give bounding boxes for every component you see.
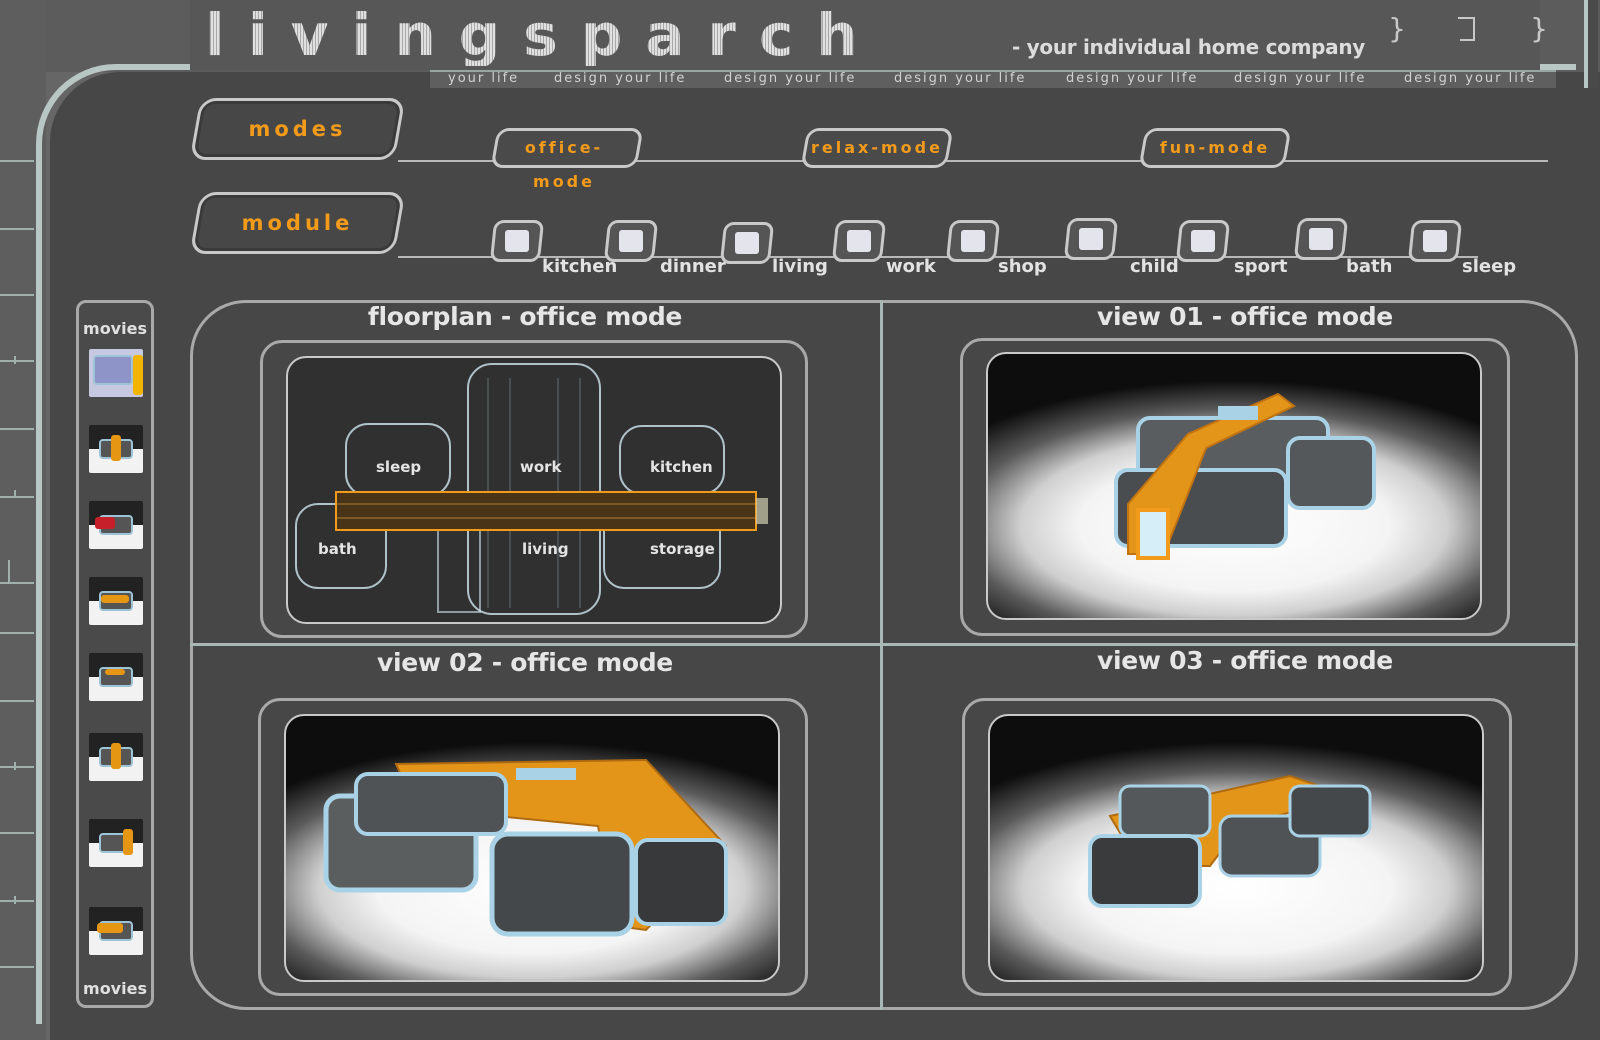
view-01-image[interactable]: [986, 352, 1482, 620]
child-module-icon[interactable]: [1063, 218, 1119, 260]
slogan-bar: [430, 70, 1556, 88]
viewer-divider-vertical: [880, 300, 883, 1010]
view-01-title: view 01 - office mode: [1097, 302, 1393, 331]
movie-thumbnail[interactable]: [89, 425, 143, 473]
office-mode-button[interactable]: office-mode: [490, 128, 644, 191]
ruler-mark: [0, 160, 34, 162]
ruler-mark: [0, 632, 34, 634]
module-label-shop[interactable]: shop: [998, 256, 1047, 277]
movies-title-top: movies: [83, 319, 147, 338]
ruler-notch: [8, 560, 10, 584]
modes-label: modes: [248, 117, 347, 141]
ruler-mark: [0, 582, 34, 584]
module-label: module: [241, 211, 354, 235]
ruler-mark: [0, 766, 34, 768]
slogan-item: design your life: [1404, 71, 1537, 86]
dinner-module-icon[interactable]: [603, 220, 659, 262]
movie-thumbnail[interactable]: [89, 653, 143, 701]
module-label-kitchen[interactable]: kitchen: [542, 256, 618, 277]
modes-header-button[interactable]: modes: [189, 98, 406, 160]
slogan-item: design your life: [1066, 71, 1199, 86]
slogan-item: design your life: [554, 71, 687, 86]
room-label-storage: storage: [650, 540, 715, 558]
ruler-notch: [14, 356, 16, 364]
relax-mode-button[interactable]: relax-mode: [800, 128, 954, 168]
module-label-bath[interactable]: bath: [1346, 256, 1393, 277]
slogan-item: design your life: [724, 71, 857, 86]
relax-mode-label: relax-mode: [811, 138, 943, 157]
floorplan-title: floorplan - office mode: [367, 302, 683, 331]
view-02-render: [323, 758, 728, 937]
movie-thumbnail[interactable]: [89, 819, 143, 867]
view-03-image[interactable]: [988, 714, 1484, 982]
movies-title-bottom: movies: [83, 979, 147, 998]
module-header-button[interactable]: module: [189, 192, 406, 254]
kitchen-module-icon[interactable]: [489, 220, 545, 262]
movie-thumbnail[interactable]: [89, 733, 143, 781]
slogan-item: design your life: [894, 71, 1027, 86]
ruler-notch: [14, 762, 16, 770]
room-label-kitchen: kitchen: [650, 458, 713, 476]
ruler-mark: [0, 360, 34, 362]
movie-thumbnail[interactable]: [89, 907, 143, 955]
ruler-mark: [0, 496, 34, 498]
ruler-mark: [0, 228, 34, 230]
module-label-child[interactable]: child: [1130, 256, 1179, 277]
module-label-sport[interactable]: sport: [1234, 256, 1288, 277]
ruler-mark: [0, 832, 34, 834]
view-01-render: [1114, 392, 1376, 560]
ruler-notch: [14, 490, 16, 498]
restore-icon-glyph: [1458, 17, 1475, 41]
floorplan-drawing: [295, 363, 768, 615]
movie-thumbnail[interactable]: [89, 501, 143, 549]
brand-logo[interactable]: livingsparch: [205, 1, 881, 69]
ruler-mark: [0, 966, 34, 968]
fun-mode-button[interactable]: fun-mode: [1138, 128, 1292, 168]
right-edge: [1584, 0, 1598, 88]
header-bar: [190, 0, 1540, 70]
ruler-mark: [0, 900, 34, 902]
module-label-dinner[interactable]: dinner: [660, 256, 726, 277]
room-label-bath: bath: [318, 540, 357, 558]
living-module-icon[interactable]: [719, 222, 775, 264]
ruler-notch: [14, 896, 16, 904]
ruler-mark: [0, 700, 34, 702]
module-label-work[interactable]: work: [886, 256, 936, 277]
fun-mode-label: fun-mode: [1159, 138, 1271, 157]
slogan-item: design your life: [1234, 71, 1367, 86]
module-label-sleep[interactable]: sleep: [1462, 256, 1517, 277]
module-connector: [398, 256, 1478, 258]
modes-connector: [398, 160, 1548, 162]
view-03-render: [1088, 774, 1372, 908]
ruler-mark: [0, 294, 34, 296]
bath-module-icon[interactable]: [1293, 218, 1349, 260]
sleep-module-icon[interactable]: [1407, 220, 1463, 262]
sport-module-icon[interactable]: [1175, 220, 1231, 262]
minimize-icon[interactable]: }: [1388, 12, 1406, 45]
view-02-image[interactable]: [284, 714, 780, 982]
view-02-title: view 02 - office mode: [377, 648, 673, 677]
room-label-sleep: sleep: [376, 458, 422, 476]
movie-thumbnail[interactable]: [89, 577, 143, 625]
movies-sidebar: movies movies: [76, 300, 154, 1008]
brand-tagline: - your individual home company: [1012, 35, 1366, 59]
view-03-title: view 03 - office mode: [1097, 646, 1393, 675]
office-mode-label: office-mode: [524, 138, 604, 191]
room-label-work: work: [520, 458, 562, 476]
room-label-living: living: [522, 540, 569, 558]
movie-thumbnail[interactable]: [89, 349, 143, 397]
work-module-icon[interactable]: [831, 220, 887, 262]
ruler-mark: [0, 428, 34, 430]
module-label-living[interactable]: living: [772, 256, 828, 277]
floorplan-image[interactable]: sleep work kitchen bath living storage: [286, 356, 782, 624]
close-icon[interactable]: }: [1530, 12, 1548, 45]
viewer-divider-horizontal: [190, 643, 1578, 646]
slogan-item: your life: [448, 71, 520, 86]
shop-module-icon[interactable]: [945, 220, 1001, 262]
restore-icon[interactable]: [1454, 12, 1480, 46]
